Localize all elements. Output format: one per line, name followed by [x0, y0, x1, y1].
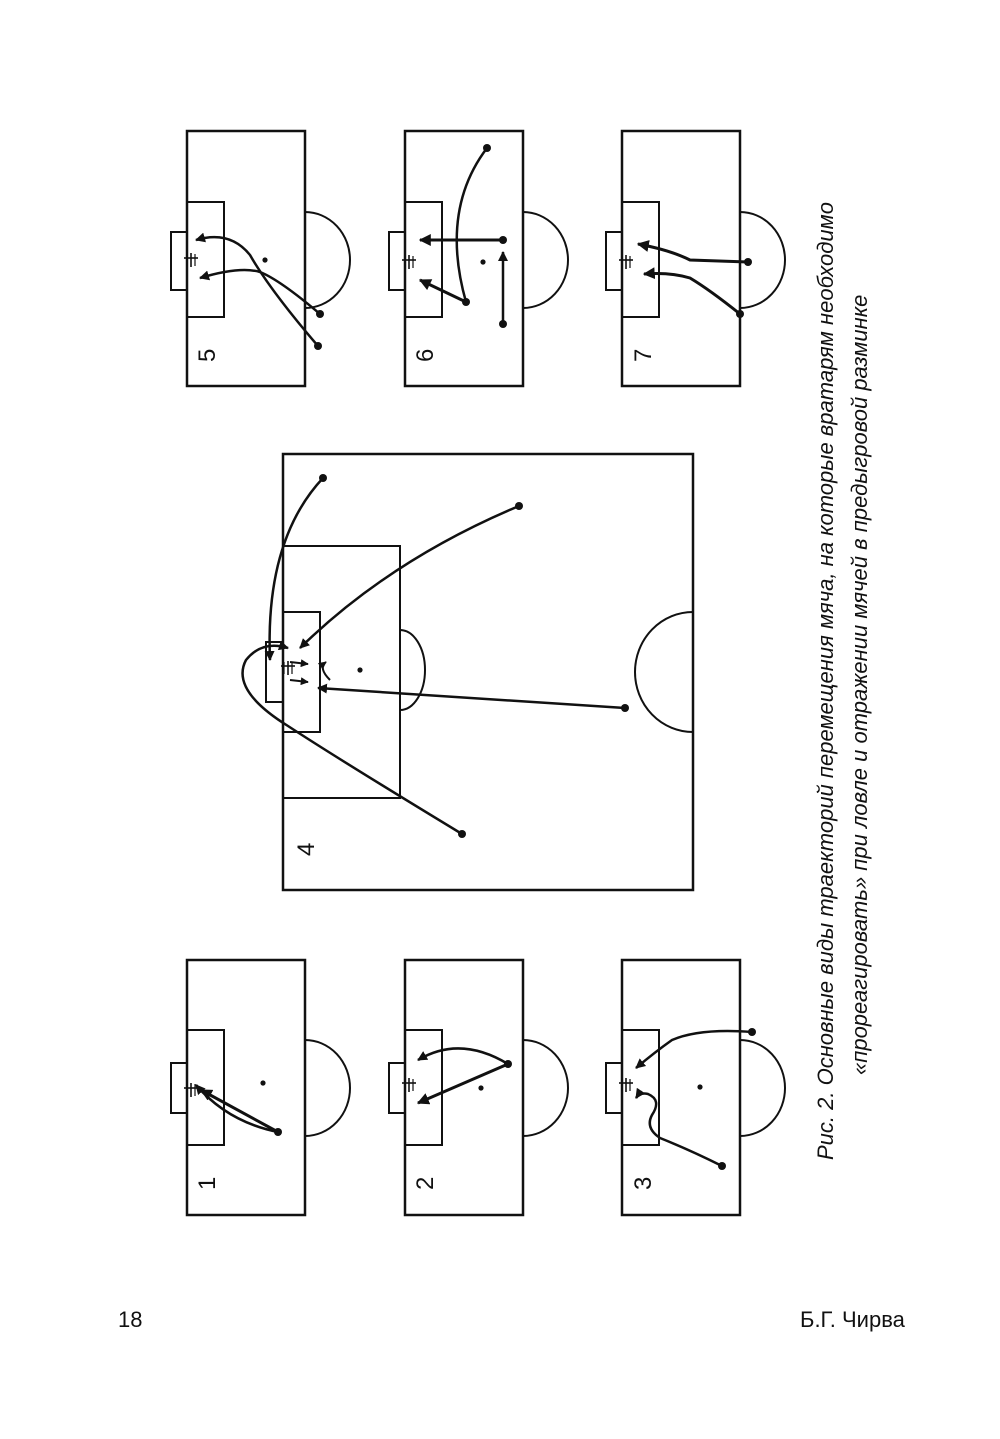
- penalty-spot: [697, 1084, 703, 1090]
- goal: [605, 231, 623, 291]
- panel-number: 2: [412, 1177, 439, 1190]
- goal: [605, 1062, 623, 1114]
- penalty-spot: [478, 1085, 484, 1091]
- trajectory-arrow: [317, 661, 331, 681]
- trajectory-arrow: [317, 683, 626, 710]
- penalty-arc: [399, 629, 426, 711]
- panel-1: 1: [170, 958, 351, 1217]
- ball-start: [748, 1028, 756, 1036]
- trajectory-arrow: [642, 267, 741, 316]
- ball-start: [499, 236, 507, 244]
- goal: [265, 641, 284, 703]
- ball-start: [621, 704, 629, 712]
- ball-start: [274, 1128, 282, 1136]
- trajectory-arrow: [241, 640, 463, 836]
- penalty-spot: [260, 1080, 266, 1086]
- field-outline: [620, 129, 742, 388]
- panel-number: 5: [194, 349, 221, 362]
- ball-start: [499, 320, 507, 328]
- trajectory-arrow: [289, 659, 309, 668]
- ball-start: [319, 474, 327, 482]
- ball-start: [483, 144, 491, 152]
- penalty-area: [186, 201, 225, 318]
- ball-start: [504, 1060, 512, 1068]
- penalty-spot: [357, 667, 363, 673]
- panel-6: 6: [388, 129, 569, 388]
- figure-caption-line-1: Рис. 2. Основные виды траекторий перемещ…: [813, 202, 838, 1160]
- figure-caption-line-2: «прореагировать» при ловле и отражении м…: [847, 295, 872, 1075]
- penalty-area: [404, 1029, 443, 1146]
- panel-4: 4: [241, 452, 695, 892]
- center-circle-arc: [634, 611, 694, 733]
- penalty-spot: [262, 257, 268, 263]
- trajectory-arrow: [417, 1047, 509, 1066]
- goal: [388, 1062, 406, 1114]
- ball-start: [314, 342, 322, 350]
- center-circle-arc: [739, 1039, 786, 1137]
- ball-start: [458, 830, 466, 838]
- ball-start: [718, 1162, 726, 1170]
- trajectory-arrow: [416, 1062, 509, 1105]
- trajectory-arrow: [264, 477, 324, 661]
- trajectory-arrow: [199, 268, 321, 315]
- trajectory-arrow: [195, 232, 319, 347]
- author-name: Б.Г. Чирва: [800, 1307, 905, 1332]
- trajectory-arrow: [299, 504, 520, 649]
- panel-number: 7: [630, 349, 657, 362]
- ball-start: [515, 502, 523, 510]
- penalty-area: [621, 1029, 660, 1146]
- field-outline: [403, 129, 525, 388]
- trajectory-arrow: [199, 1088, 279, 1134]
- page-number: 18: [118, 1307, 143, 1332]
- ball-start: [462, 298, 470, 306]
- panel-5: 5: [170, 129, 351, 388]
- trajectory-arrow: [634, 1087, 723, 1168]
- panel-number: 3: [630, 1177, 657, 1190]
- panel-7: 7: [605, 129, 786, 388]
- panel-number: 6: [412, 349, 439, 362]
- panel-number: 4: [293, 843, 320, 856]
- center-circle-arc: [304, 211, 351, 309]
- penalty-spot: [480, 259, 486, 265]
- goal: [388, 231, 406, 291]
- trajectory-arrow: [635, 1029, 753, 1069]
- panel-3: 3: [605, 958, 786, 1217]
- center-circle-arc: [522, 1039, 569, 1137]
- ball-start: [316, 310, 324, 318]
- trajectory-arrow: [636, 240, 749, 264]
- ball-start: [736, 310, 744, 318]
- center-circle-arc: [739, 211, 786, 309]
- goal: [170, 231, 188, 291]
- trajectory-arrow: [455, 147, 488, 303]
- ball-start: [744, 258, 752, 266]
- panel-number: 1: [194, 1177, 221, 1190]
- center-circle-arc: [522, 211, 569, 309]
- trajectory-arrow: [289, 677, 309, 686]
- field-outline: [185, 129, 307, 388]
- panel-2: 2: [388, 958, 569, 1217]
- trajectory-arrow: [418, 278, 467, 304]
- center-circle-arc: [304, 1039, 351, 1137]
